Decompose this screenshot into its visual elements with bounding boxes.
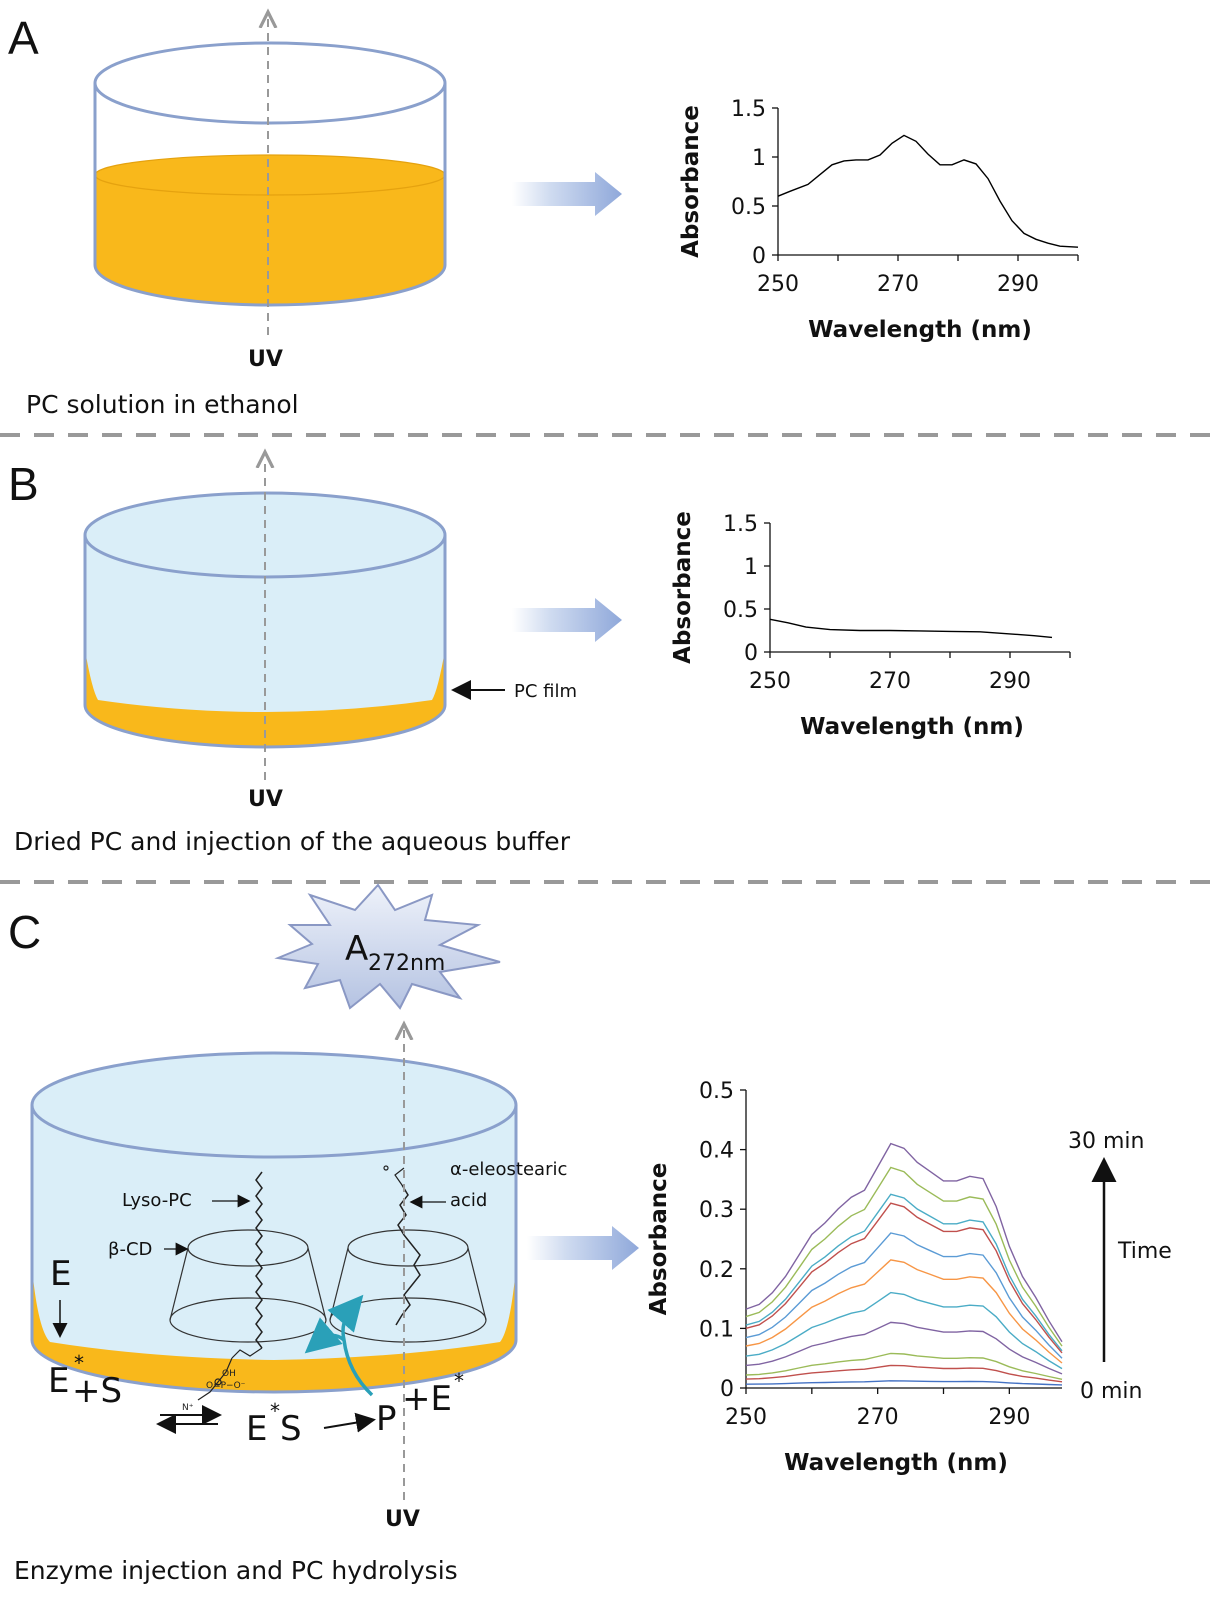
spectrum-line: [769, 618, 1053, 639]
y-tick-label: 0: [752, 244, 766, 269]
x-tick-label: 250: [725, 1405, 767, 1430]
enzyme-E-star: E: [48, 1361, 69, 1401]
y-tick-label: 0.5: [723, 598, 758, 623]
reaction-scheme: E E * +S E * S P +E *: [48, 1254, 464, 1449]
y-tick-label: 1.5: [731, 97, 766, 122]
star-3: *: [454, 1369, 464, 1393]
burst-label-main: A: [345, 929, 368, 969]
series-line-2: [745, 1364, 1063, 1383]
panel-a-uv-label: UV: [248, 347, 283, 372]
panel-c-dish: [30, 1051, 518, 1394]
y-tick-label: 0.4: [699, 1139, 734, 1164]
complex-E: E: [246, 1409, 267, 1449]
y-tick-label: 1.5: [723, 512, 758, 537]
panel-c-letter: C: [8, 906, 41, 958]
panel-c-uv-label: UV: [385, 1507, 420, 1532]
panel-a-flow-arrow: [512, 172, 622, 216]
svg-text:N⁺: N⁺: [182, 1403, 194, 1413]
release-arrow-left: [304, 1317, 346, 1354]
x-tick-label: 290: [988, 1405, 1030, 1430]
panel-b-caption: Dried PC and injection of the aqueous bu…: [14, 827, 571, 856]
eleostearic-acid-chain: [395, 1184, 421, 1326]
spectrum-line: [777, 134, 1079, 248]
absorbance-burst: A 272nm: [274, 883, 501, 1010]
release-arrow-up: [327, 1294, 374, 1397]
series-line-6: [745, 1259, 1063, 1364]
time-bottom-label: 0 min: [1080, 1379, 1142, 1404]
y-tick-label: 1: [752, 146, 766, 171]
burst-label-sub: 272nm: [368, 951, 445, 976]
panel-a-dish: [93, 41, 447, 307]
series-line-5: [745, 1291, 1063, 1370]
x-tick-label: 290: [989, 669, 1031, 694]
acid-label-line2: acid: [450, 1190, 487, 1211]
x-tick-label: 250: [757, 272, 799, 297]
panel-b-dish: [83, 491, 447, 749]
eleostearic-acid-head: [383, 1165, 405, 1186]
time-axis-label: Time: [1117, 1239, 1172, 1264]
plus-E-star: +E: [402, 1379, 452, 1419]
x-tick-label: 250: [749, 669, 791, 694]
y-tick-label: 0.5: [731, 195, 766, 220]
y-axis-title: Absorbance: [646, 1163, 672, 1316]
series-line-3: [745, 1352, 1063, 1380]
svg-text:OH: OH: [222, 1369, 236, 1379]
x-axis-title: Wavelength (nm): [808, 317, 1032, 343]
lyso-pc-label: Lyso-PC: [122, 1190, 192, 1211]
y-tick-label: 0.1: [699, 1317, 734, 1342]
panel-a-letter: A: [8, 12, 39, 64]
beta-cd-label: β-CD: [108, 1239, 152, 1260]
y-tick-label: 1: [744, 555, 758, 580]
series-line-8: [745, 1202, 1063, 1354]
star-1: *: [74, 1351, 84, 1375]
y-tick-label: 0: [744, 641, 758, 666]
panel-c-caption: Enzyme injection and PC hydrolysis: [14, 1556, 458, 1585]
product-P: P: [376, 1399, 397, 1439]
x-tick-label: 270: [857, 1405, 899, 1430]
series-line-7: [745, 1232, 1063, 1359]
y-tick-label: 0.3: [699, 1198, 734, 1223]
y-tick-label: 0.5: [699, 1079, 734, 1104]
y-tick-label: 0.2: [699, 1258, 734, 1283]
time-top-label: 30 min: [1068, 1129, 1144, 1154]
panel-b-flow-arrow: [512, 598, 622, 642]
series-line-1: [745, 1380, 1063, 1386]
x-tick-label: 270: [869, 669, 911, 694]
y-tick-label: 0: [720, 1377, 734, 1402]
complex-S: S: [280, 1409, 302, 1449]
x-tick-label: 270: [877, 272, 919, 297]
enzyme-E: E: [50, 1254, 71, 1294]
star-2: *: [270, 1399, 280, 1423]
plus-S: +S: [72, 1371, 122, 1411]
x-axis-title: Wavelength (nm): [784, 1450, 1008, 1476]
series-line-9: [745, 1193, 1063, 1352]
y-axis-title: Absorbance: [670, 511, 696, 664]
svg-text:O=P−O⁻: O=P−O⁻: [206, 1381, 246, 1391]
acid-label-line1: α-eleostearic: [450, 1159, 567, 1180]
panel-c-flow-arrow: [527, 1226, 639, 1270]
x-axis-title: Wavelength (nm): [800, 714, 1024, 740]
lyso-pc-headgroup: OH O=P−O⁻ N⁺: [182, 1347, 263, 1413]
series-line-11: [745, 1142, 1063, 1343]
x-tick-label: 290: [997, 272, 1039, 297]
panel-b-film-label: PC film: [514, 681, 577, 702]
y-axis-title: Absorbance: [678, 105, 704, 258]
panel-b-letter: B: [8, 458, 39, 510]
panel-a-caption: PC solution in ethanol: [26, 390, 299, 419]
panel-b-uv-label: UV: [248, 787, 283, 812]
series-line-10: [745, 1166, 1063, 1347]
lyso-pc-chain: [255, 1171, 263, 1349]
series-line-4: [745, 1321, 1063, 1375]
